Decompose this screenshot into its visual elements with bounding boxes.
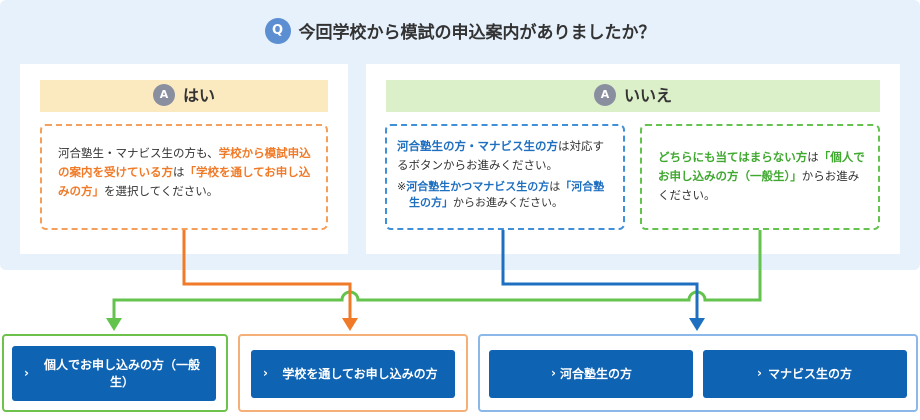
member-text-highlight: 河合塾生の方・マナビス生の方 <box>397 139 558 153</box>
note-text-1: は <box>549 180 561 193</box>
blue-connector <box>501 230 699 320</box>
answer-no-header: A いいえ <box>386 80 880 112</box>
note-mark: ※ <box>397 180 407 193</box>
green-connector <box>112 230 762 320</box>
chevron-right-icon: › <box>263 366 268 380</box>
orange-arrow-icon <box>342 318 358 331</box>
member-note: ※河合塾生かつマナビス生の方は「河合塾生の方」からお進みください。 <box>397 179 615 211</box>
answer-yes-header: A はい <box>40 80 328 112</box>
yes-text-1: 河合塾生・マナビス生の方も、 <box>58 146 219 160</box>
chevron-right-icon: › <box>757 366 762 380</box>
blue-arrow-icon <box>689 318 705 331</box>
a-badge-icon: A <box>593 83 616 106</box>
orange-connector <box>182 230 352 320</box>
green-arrow-icon <box>106 318 122 331</box>
manavis-student-button[interactable]: › マナビス生の方 <box>703 350 907 398</box>
school-application-button[interactable]: › 学校を通してお申し込みの方 <box>251 350 455 398</box>
kawai-student-button[interactable]: › 河合塾生の方 <box>489 350 693 398</box>
manavis-button-label: マナビス生の方 <box>767 366 852 381</box>
yes-text-highlight-1: 学校から模試申込の案内を受けている方 <box>58 146 311 179</box>
answer-no-label: いいえ <box>623 86 672 105</box>
yes-instruction-box: 河合塾生・マナビス生の方も、学校から模試申込の案内を受けている方は「学校を通して… <box>40 124 328 230</box>
question-text: 今回学校から模試の申込案内がありましたか？ <box>298 23 656 43</box>
a-badge-icon: A <box>152 83 175 106</box>
other-text-highlight-1: どちらにも当てはまらない方 <box>658 150 808 164</box>
other-text-1: は <box>807 150 819 164</box>
personal-button-label: 個人でお申し込みの方（一般生） <box>43 357 200 389</box>
note-highlight-2: 「河合塾生の方」 <box>409 180 605 209</box>
chevron-right-icon: › <box>24 365 29 380</box>
question-heading: Q 今回学校から模試の申込案内がありましたか？ <box>0 18 920 46</box>
yes-text-highlight-2: 「学校を通してお申し込みの方」 <box>58 165 311 198</box>
yes-text-2: は <box>173 165 185 179</box>
other-text-2: からお進みください。 <box>658 169 860 202</box>
q-badge-icon: Q <box>264 18 291 44</box>
chevron-right-icon: › <box>551 366 556 380</box>
member-text: は対応するボタンからお進みください。 <box>397 139 604 172</box>
member-instruction-box: 河合塾生の方・マナビス生の方は対応するボタンからお進みください。 ※河合塾生かつ… <box>385 124 625 230</box>
other-text-highlight-2: 「個人でお申し込みの方（一般生）」 <box>658 150 865 183</box>
kawai-button-label: 河合塾生の方 <box>559 366 632 381</box>
answer-yes-label: はい <box>182 86 215 105</box>
note-text-2: からお進みください。 <box>453 196 563 209</box>
yes-text-3: を選択してください。 <box>104 184 219 198</box>
note-highlight-1: 河合塾生かつマナビス生の方 <box>406 180 550 193</box>
other-instruction-box: どちらにも当てはまらない方は「個人でお申し込みの方（一般生）」からお進みください… <box>640 124 880 230</box>
school-button-label: 学校を通してお申し込みの方 <box>282 366 438 381</box>
personal-application-button[interactable]: › 個人でお申し込みの方（一般生） <box>12 346 216 401</box>
